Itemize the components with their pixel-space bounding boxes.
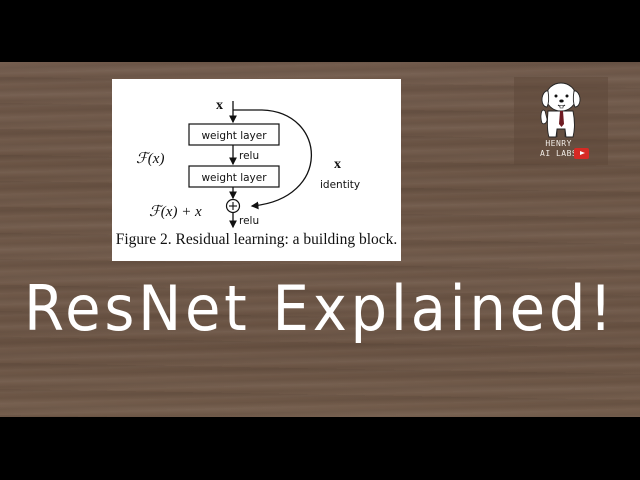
identity-shortcut <box>233 109 313 210</box>
residual-block-diagram: x weight layer relu weight layer relu ℱ(… <box>136 98 360 229</box>
dog-mascot-icon <box>540 82 581 138</box>
weight-layer-1 <box>188 123 280 146</box>
shortcut-x-label: x <box>334 157 341 172</box>
logo-line-2: AI LABS <box>540 149 578 158</box>
residual-block-figure: x weight layer relu weight layer relu ℱ(… <box>112 79 401 261</box>
play-button-icon <box>574 148 589 159</box>
function-label: ℱ(x) <box>136 151 164 167</box>
logo-line-1: HENRY <box>545 139 572 148</box>
logo-text: HENRY AI LABS <box>540 139 577 159</box>
relu-2-label: relu <box>239 215 259 227</box>
relu-1-label: relu <box>239 150 259 162</box>
henry-ai-labs-logo: HENRY AI LABS <box>514 77 608 165</box>
weight-layer-1-label: weight layer <box>201 130 267 142</box>
video-title: ResNet Explained! <box>23 272 617 345</box>
identity-label: identity <box>320 179 360 191</box>
input-x-label: x <box>216 98 223 113</box>
figure-caption: Figure 2. Residual learning: a building … <box>115 231 398 248</box>
weight-layer-2 <box>188 165 280 188</box>
weight-layer-2-label: weight layer <box>201 172 267 184</box>
sum-label: ℱ(x) + x <box>149 204 202 220</box>
